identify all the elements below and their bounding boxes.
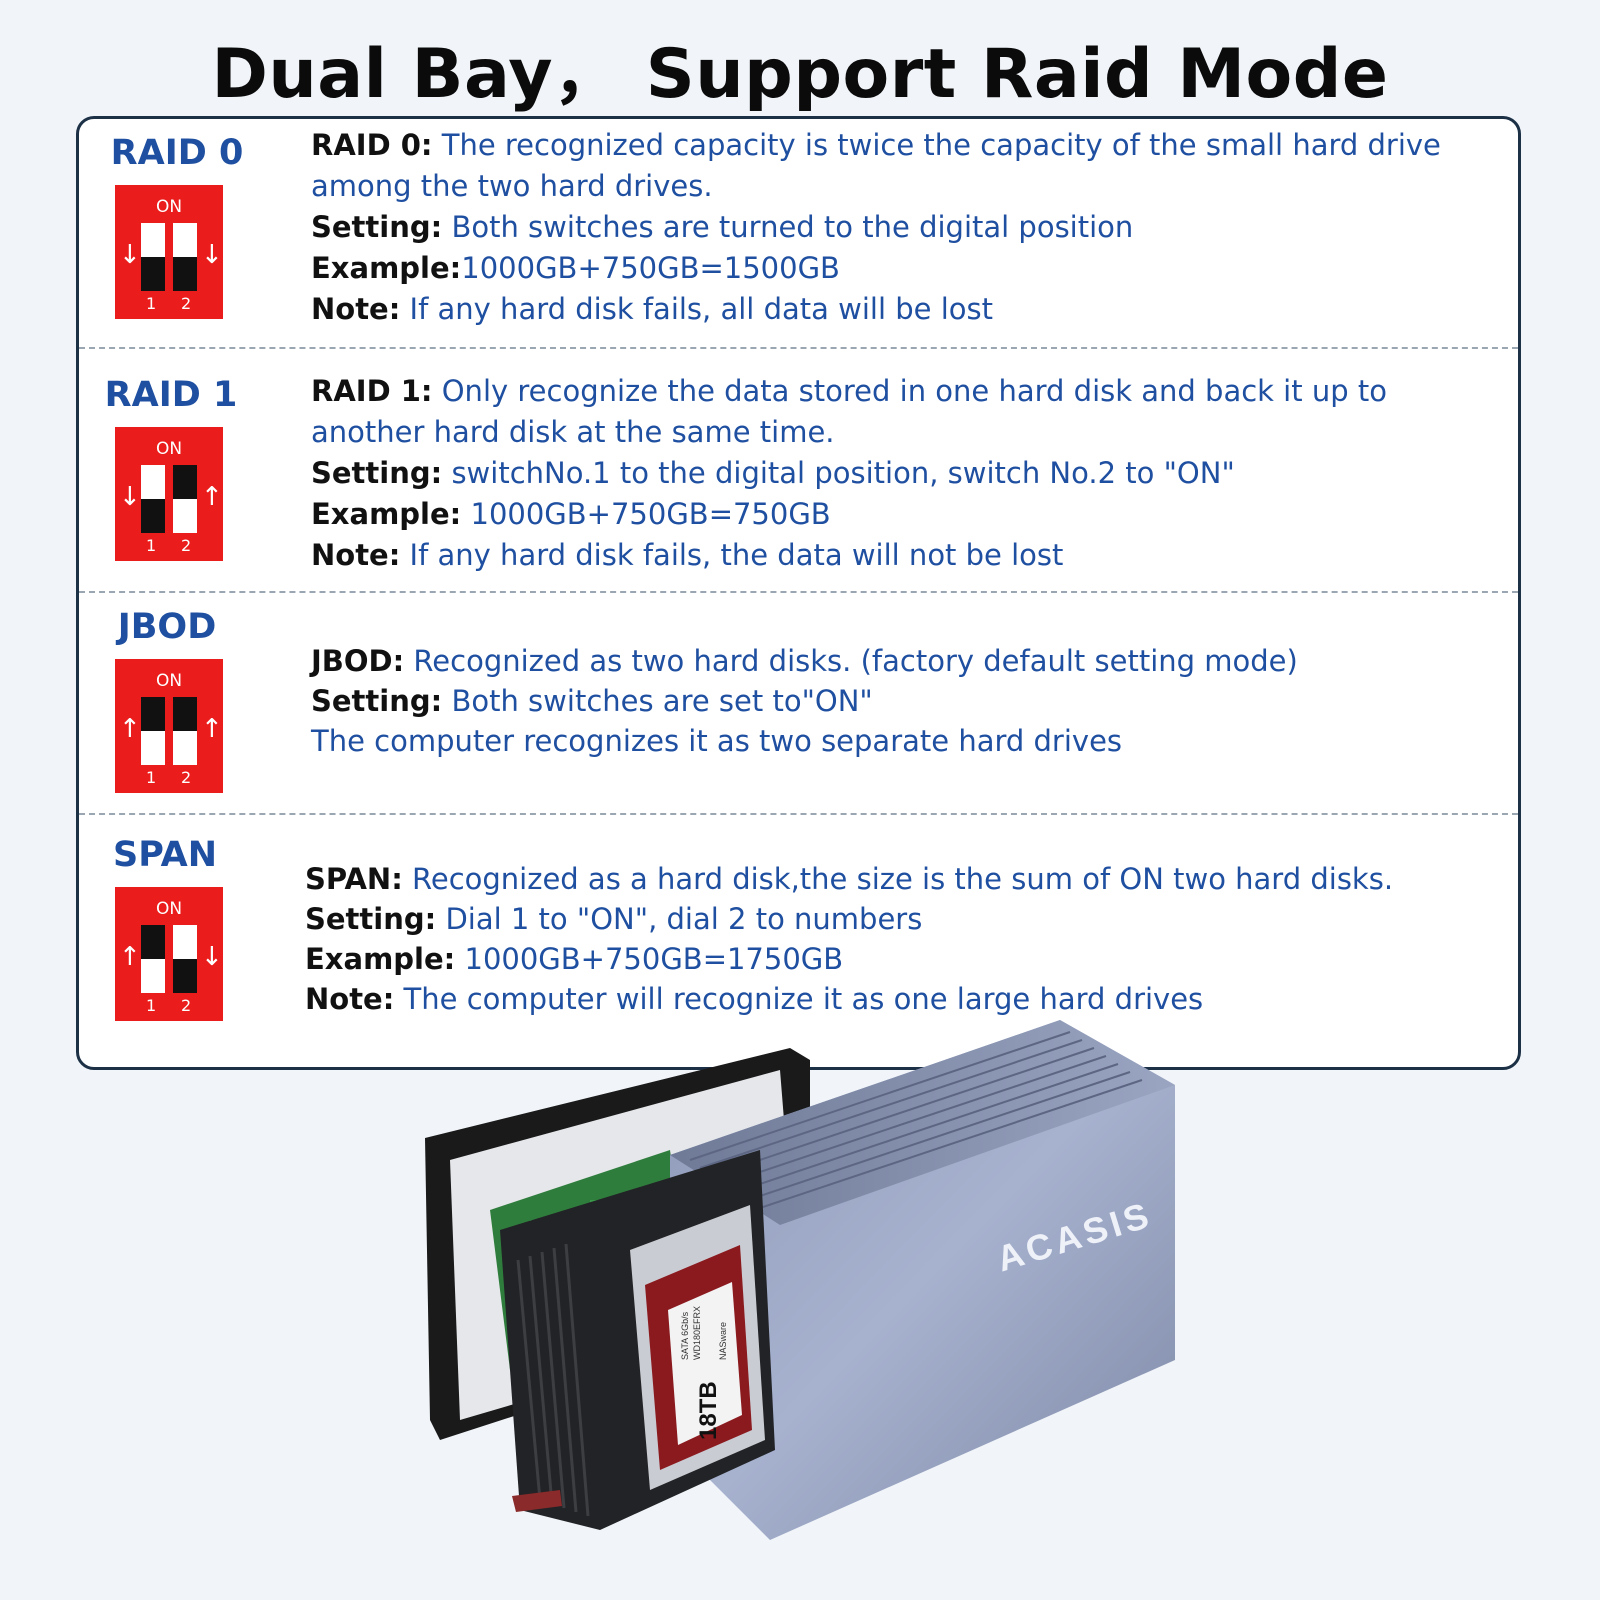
mode-description: RAID 0: The recognized capacity is twice… (311, 125, 1506, 330)
svg-text:WD180EFRX: WD180EFRX (692, 1306, 702, 1360)
dip-switch-icon: ON ↓ ↑ 1 2 (115, 427, 223, 561)
switch-1 (141, 697, 165, 765)
mode-description: RAID 1: Only recognize the data stored i… (311, 371, 1506, 576)
divider (79, 813, 1518, 815)
desc-line: RAID 0: The recognized capacity is twice… (311, 128, 1441, 203)
switch-number-2: 2 (181, 768, 192, 787)
switch-1 (141, 925, 165, 993)
drive-capacity: 18TB (695, 1381, 722, 1440)
switch-1 (141, 465, 165, 533)
switch-2 (173, 223, 197, 291)
dip-switch-icon: ON ↑ ↓ 1 2 (115, 887, 223, 1021)
mode-description: SPAN: Recognized as a hard disk,the size… (305, 859, 1506, 1019)
mode-title: RAID 1 (104, 375, 238, 415)
switch-number-2: 2 (181, 996, 192, 1015)
switch-number-2: 2 (181, 536, 192, 555)
mode-title: RAID 0 (110, 133, 244, 173)
switch-2 (173, 697, 197, 765)
mode-title: JBOD (117, 607, 217, 647)
divider (79, 591, 1518, 593)
page-title: Dual Bay， Support Raid Mode (211, 35, 1389, 114)
desc-line: The computer recognizes it as two separa… (311, 724, 1123, 758)
switch-number-1: 1 (146, 996, 157, 1015)
svg-text:NASware: NASware (718, 1322, 728, 1360)
arrow-down-icon: ↓ (119, 240, 141, 270)
switch-on-label: ON (155, 899, 183, 919)
desc-line: Setting: switchNo.1 to the digital posit… (311, 456, 1235, 490)
switch-on-label: ON (155, 671, 183, 691)
svg-text:SATA 6Gb/s: SATA 6Gb/s (680, 1311, 690, 1360)
desc-line: SPAN: Recognized as a hard disk,the size… (305, 862, 1394, 896)
arrow-up-icon: ↑ (201, 714, 223, 744)
desc-line: Example:1000GB+750GB=1500GB (311, 251, 840, 285)
switch-number-1: 1 (146, 768, 157, 787)
desc-line: Example: 1000GB+750GB=750GB (311, 497, 831, 531)
desc-line: Setting: Both switches are set to"ON" (311, 684, 873, 718)
desc-line: Note: If any hard disk fails, all data w… (311, 292, 993, 326)
desc-line: Note: If any hard disk fails, the data w… (311, 538, 1064, 572)
desc-line: Note: The computer will recognize it as … (305, 982, 1204, 1016)
switch-1 (141, 223, 165, 291)
desc-line: Setting: Both switches are turned to the… (311, 210, 1134, 244)
arrow-up-icon: ↑ (119, 714, 141, 744)
desc-line: RAID 1: Only recognize the data stored i… (311, 374, 1387, 449)
divider (79, 347, 1518, 349)
arrow-down-icon: ↓ (201, 240, 223, 270)
arrow-down-icon: ↓ (119, 482, 141, 512)
desc-line: Example: 1000GB+750GB=1750GB (305, 942, 844, 976)
mode-title: SPAN (112, 835, 218, 875)
switch-number-1: 1 (146, 294, 157, 313)
arrow-up-icon: ↑ (119, 942, 141, 972)
mode-description: JBOD: Recognized as two hard disks. (fac… (311, 641, 1506, 761)
arrow-down-icon: ↓ (201, 942, 223, 972)
switch-2 (173, 925, 197, 993)
raid-mode-card: RAID 0 ON ↓ ↓ 1 2 RAID 0: The recognized… (76, 116, 1521, 1070)
desc-line: Setting: Dial 1 to "ON", dial 2 to numbe… (305, 902, 923, 936)
hdd-enclosure-image: ACASIS 18TB SATA 6Gb/s WD180EFRX NASware (425, 1020, 1175, 1540)
switch-number-1: 1 (146, 536, 157, 555)
desc-line: JBOD: Recognized as two hard disks. (fac… (311, 644, 1298, 678)
arrow-up-icon: ↑ (201, 482, 223, 512)
dip-switch-icon: ON ↓ ↓ 1 2 (115, 185, 223, 319)
switch-2 (173, 465, 197, 533)
switch-number-2: 2 (181, 294, 192, 313)
switch-on-label: ON (155, 197, 183, 217)
switch-on-label: ON (155, 439, 183, 459)
dip-switch-icon: ON ↑ ↑ 1 2 (115, 659, 223, 793)
